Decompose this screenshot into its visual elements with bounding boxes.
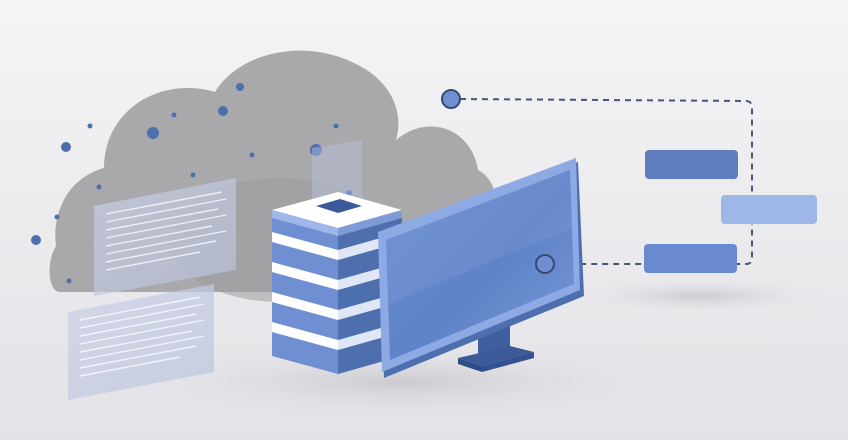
network-dot-icon	[87, 123, 93, 129]
network-dot-icon	[96, 184, 102, 190]
network-dot-icon	[54, 214, 60, 220]
network-dot-icon	[171, 112, 177, 118]
network-dots	[31, 83, 352, 284]
connector-lines	[459, 98, 753, 265]
network-dot-icon	[218, 106, 228, 116]
network-dot-icon	[346, 190, 352, 196]
network-dot-icon	[61, 142, 71, 152]
connector-node-icon	[535, 254, 555, 274]
network-dot-icon	[236, 83, 244, 91]
label-bar-icon	[645, 150, 738, 179]
network-dot-icon	[249, 152, 255, 158]
document-panel-icon	[94, 178, 236, 296]
connector-node-icon	[441, 89, 461, 109]
floor-shadow-right	[570, 278, 830, 314]
network-dot-icon	[310, 144, 322, 156]
label-bar-icon	[721, 195, 817, 224]
monitor-icon	[378, 158, 584, 378]
network-dot-icon	[190, 172, 196, 178]
network-dot-icon	[31, 235, 41, 245]
network-dot-icon	[333, 123, 339, 129]
network-dot-icon	[66, 278, 72, 284]
label-bar-icon	[644, 244, 737, 273]
network-dot-icon	[147, 127, 159, 139]
document-panel-icon	[68, 284, 214, 400]
floor-shadow	[100, 342, 700, 422]
